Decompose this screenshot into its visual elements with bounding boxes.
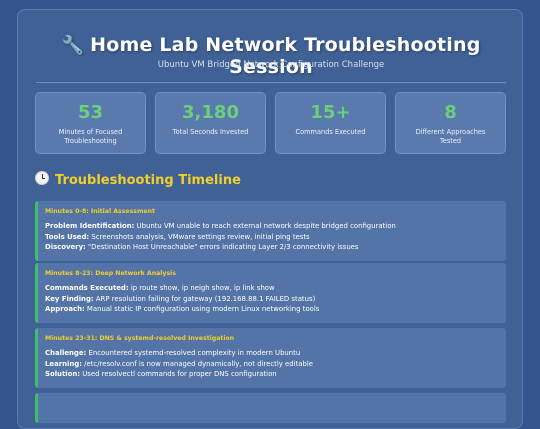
timeline-card-line: Challenge: Encountered systemd-resolved …	[45, 348, 498, 359]
stat-card-approaches: 8 Different Approaches Tested	[395, 92, 506, 154]
timeline-heading-text: Troubleshooting Timeline	[55, 173, 241, 188]
line-text: /etc/resolv.conf is now managed dynamica…	[81, 359, 314, 368]
line-text: Ubuntu VM unable to reach external netwo…	[134, 222, 396, 230]
timeline-card-initial-assessment: Minutes 0-8: Initial Assessment Problem …	[35, 201, 506, 261]
line-label: Key Finding:	[45, 294, 94, 303]
stat-value: 53	[77, 102, 104, 123]
line-label: Approach:	[45, 305, 85, 313]
line-label: Challenge:	[45, 349, 87, 357]
stat-card-commands: 15+ Commands Executed	[275, 92, 386, 154]
clock-icon	[35, 171, 49, 185]
timeline-card-title: Minutes 8-23: Deep Network Analysis	[45, 270, 176, 277]
timeline-card-dns-investigation: Minutes 23-31: DNS & systemd-resolved In…	[35, 328, 506, 388]
timeline-card-line: Commands Executed: ip route show, ip nei…	[45, 283, 498, 294]
line-label: Commands Executed:	[45, 284, 129, 292]
line-text: "Destination Host Unreachable" errors in…	[85, 243, 359, 251]
page-title: 🔧Home Lab Network Troubleshooting Sessio…	[18, 34, 524, 78]
timeline-card-title: Minutes 0-8: Initial Assessment	[45, 208, 155, 215]
line-text: Screenshots analysis, VMware settings re…	[89, 232, 310, 241]
timeline-card-line: Key Finding: ARP resolution failing for …	[45, 294, 498, 305]
line-text: Encountered systemd-resolved complexity …	[86, 349, 301, 357]
timeline-card-line: Approach: Manual static IP configuration…	[45, 304, 498, 315]
stat-card-minutes: 53 Minutes of Focused Troubleshooting	[35, 92, 146, 154]
line-label: Learning:	[45, 359, 82, 368]
line-text: Manual static IP configuration using mod…	[84, 305, 320, 313]
timeline-card-line: Solution: Used resolvectl commands for p…	[45, 369, 498, 380]
stat-value: 15+	[310, 102, 351, 123]
stat-value: 8	[444, 102, 457, 123]
line-label: Solution:	[45, 370, 81, 378]
timeline-card-deep-analysis: Minutes 8-23: Deep Network Analysis Comm…	[35, 263, 506, 323]
session-panel: 🔧Home Lab Network Troubleshooting Sessio…	[17, 9, 523, 429]
stat-label: Different Approaches Tested	[415, 128, 486, 145]
stat-value: 3,180	[182, 102, 239, 123]
stat-card-seconds: 3,180 Total Seconds Invested	[155, 92, 266, 154]
line-text: Used resolvectl commands for proper DNS …	[80, 370, 277, 378]
timeline-card-title: Minutes 23-31: DNS & systemd-resolved In…	[45, 335, 235, 342]
line-label: Tools Used:	[45, 232, 90, 241]
line-label: Discovery:	[45, 243, 86, 251]
header-divider	[36, 82, 506, 83]
timeline-card-line: Learning: /etc/resolv.conf is now manage…	[45, 359, 498, 370]
timeline-card-line: Discovery: "Destination Host Unreachable…	[45, 242, 498, 253]
line-text: ip route show, ip neigh show, ip link sh…	[128, 284, 275, 292]
timeline-card-line: Tools Used: Screenshots analysis, VMware…	[45, 232, 498, 243]
stat-label: Total Seconds Invested	[172, 128, 249, 136]
stat-label: Minutes of Focused Troubleshooting	[58, 128, 123, 145]
timeline-heading: Troubleshooting Timeline	[35, 171, 241, 188]
line-label: Problem Identification:	[45, 222, 135, 230]
wrench-icon: 🔧	[61, 35, 85, 56]
timeline-card-next	[35, 393, 506, 423]
page-title-text: Home Lab Network Troubleshooting Session	[90, 34, 481, 78]
timeline-card-line: Problem Identification: Ubuntu VM unable…	[45, 221, 498, 232]
stat-label: Commands Executed	[295, 128, 366, 136]
line-text: ARP resolution failing for gateway (192.…	[93, 294, 316, 303]
page-subtitle: Ubuntu VM Bridged Network Configuration …	[157, 60, 385, 70]
